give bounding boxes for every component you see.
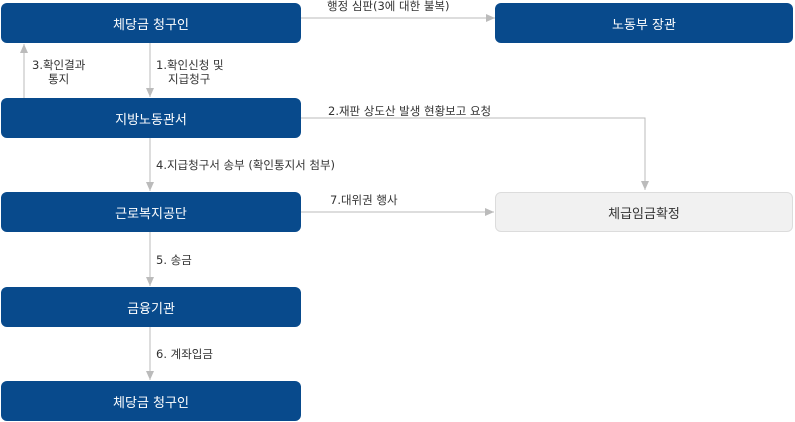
label-step2: 2.재판 상도산 발생 현황보고 요청 <box>328 104 492 118</box>
label-step5: 5. 송금 <box>156 253 192 267</box>
claimant-top-node: 체당금 청구인 <box>1 3 301 43</box>
label-step1-line1: 1.확인신청 및 <box>156 58 224 72</box>
wage-confirmed-node: 체급임금확정 <box>495 192 793 232</box>
finance-node: 금융기관 <box>1 287 301 327</box>
claimant-bottom-node: 체당금 청구인 <box>1 381 301 421</box>
comwel-node: 근로복지공단 <box>1 192 301 232</box>
label-step3: 3.확인결과 통지 <box>32 58 85 86</box>
label-step7: 7.대위권 행사 <box>330 193 398 207</box>
regional-office-node: 지방노동관서 <box>1 98 301 138</box>
label-step3-line2: 통지 <box>48 72 70 86</box>
label-step3-line1: 3.확인결과 <box>32 58 86 72</box>
label-step1-line2: 지급청구 <box>168 72 211 86</box>
label-step4: 4.지급청구서 송부 (확인통지서 첨부) <box>156 158 336 172</box>
label-objection: 행정 심판(3에 대한 불복) <box>327 0 450 13</box>
arrow-step2 <box>301 117 649 190</box>
label-step6: 6. 계좌입금 <box>156 347 213 361</box>
minister-node: 노동부 장관 <box>495 3 793 43</box>
label-step1: 1.확인신청 및 지급청구 <box>156 58 224 86</box>
